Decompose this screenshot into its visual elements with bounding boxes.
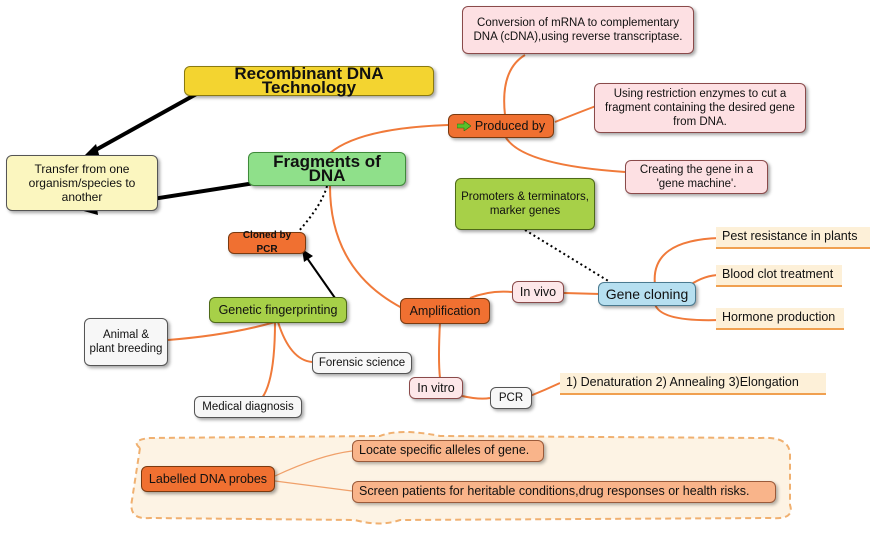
- node-blood-clot[interactable]: Blood clot treatment: [716, 265, 842, 287]
- genecloning-to-hormone-link: [654, 303, 721, 322]
- fingerprinting-to-forensic-link: [277, 321, 313, 363]
- promoters-dotted: [524, 229, 611, 283]
- invivo-to-genecloning-link: [563, 292, 601, 295]
- invitro-to-pcr-link: [461, 395, 491, 400]
- green-arrow-icon: [456, 121, 471, 131]
- probes-to-screen-link: [274, 480, 353, 492]
- pcr-to-steps-link: [529, 382, 561, 397]
- central-to-amplification-link: [329, 185, 403, 309]
- node-gene-machine[interactable]: Creating the gene in a 'gene machine'.: [625, 160, 768, 194]
- node-in-vitro[interactable]: In vitro: [409, 377, 463, 399]
- produced-by-label: Produced by: [474, 119, 546, 133]
- fingerprinting-to-animal-link: [167, 321, 276, 341]
- node-restriction-enzymes[interactable]: Using restriction enzymes to cut a fragm…: [594, 83, 806, 133]
- node-screen-patients[interactable]: Screen patients for heritable conditions…: [352, 481, 776, 503]
- node-locate-alleles[interactable]: Locate specific alleles of gene.: [352, 440, 544, 462]
- node-pest-resistance[interactable]: Pest resistance in plants: [716, 227, 870, 249]
- title-recombinant-dna[interactable]: Recombinant DNA Technology: [184, 65, 434, 96]
- node-genetic-fingerprinting[interactable]: Genetic fingerprinting: [209, 297, 347, 323]
- node-fragments-of-dna[interactable]: Fragments of DNA: [248, 152, 406, 186]
- probes-to-alleles-link: [274, 450, 353, 477]
- arrowhead-icon: [302, 249, 313, 262]
- node-pcr-steps[interactable]: 1) Denaturation 2) Annealing 3)Elongatio…: [560, 373, 826, 395]
- node-promoters[interactable]: Promoters & terminators, marker genes: [455, 178, 595, 230]
- produced-to-restriction-link: [554, 105, 597, 123]
- node-mrna-conversion[interactable]: Conversion of mRNA to complementary DNA …: [462, 6, 694, 54]
- amplification-to-invitro-link: [438, 321, 441, 379]
- node-forensic-science[interactable]: Forensic science: [312, 352, 412, 374]
- node-labelled-dna-probes[interactable]: Labelled DNA probes: [141, 466, 275, 492]
- node-transfer[interactable]: Transfer from one organism/species to an…: [6, 155, 158, 211]
- node-medical-diagnosis[interactable]: Medical diagnosis: [194, 396, 302, 418]
- node-animal-plant-breeding[interactable]: Animal & plant breeding: [84, 318, 168, 366]
- fingerprinting-to-cloned-arrow: [306, 257, 336, 299]
- genecloning-to-pest-link: [653, 237, 721, 286]
- produced-to-mrna-link: [503, 54, 526, 116]
- node-in-vivo[interactable]: In vivo: [512, 281, 564, 303]
- produced-to-gene-machine-link: [504, 135, 626, 173]
- amplification-to-invivo-link: [469, 290, 513, 299]
- node-cloned-by-pcr[interactable]: Cloned by PCR: [228, 230, 306, 255]
- node-produced-by[interactable]: Produced by: [448, 114, 554, 138]
- node-amplification[interactable]: Amplification: [400, 298, 490, 324]
- title-to-transfer-arrow: [91, 90, 201, 154]
- central-to-produced-link: [329, 124, 449, 154]
- fingerprinting-to-medical-link: [261, 321, 276, 399]
- central-to-cloned-dotted: [297, 185, 328, 233]
- node-gene-cloning[interactable]: Gene cloning: [598, 282, 696, 306]
- node-hormone-production[interactable]: Hormone production: [716, 308, 844, 330]
- node-pcr[interactable]: PCR: [490, 387, 532, 409]
